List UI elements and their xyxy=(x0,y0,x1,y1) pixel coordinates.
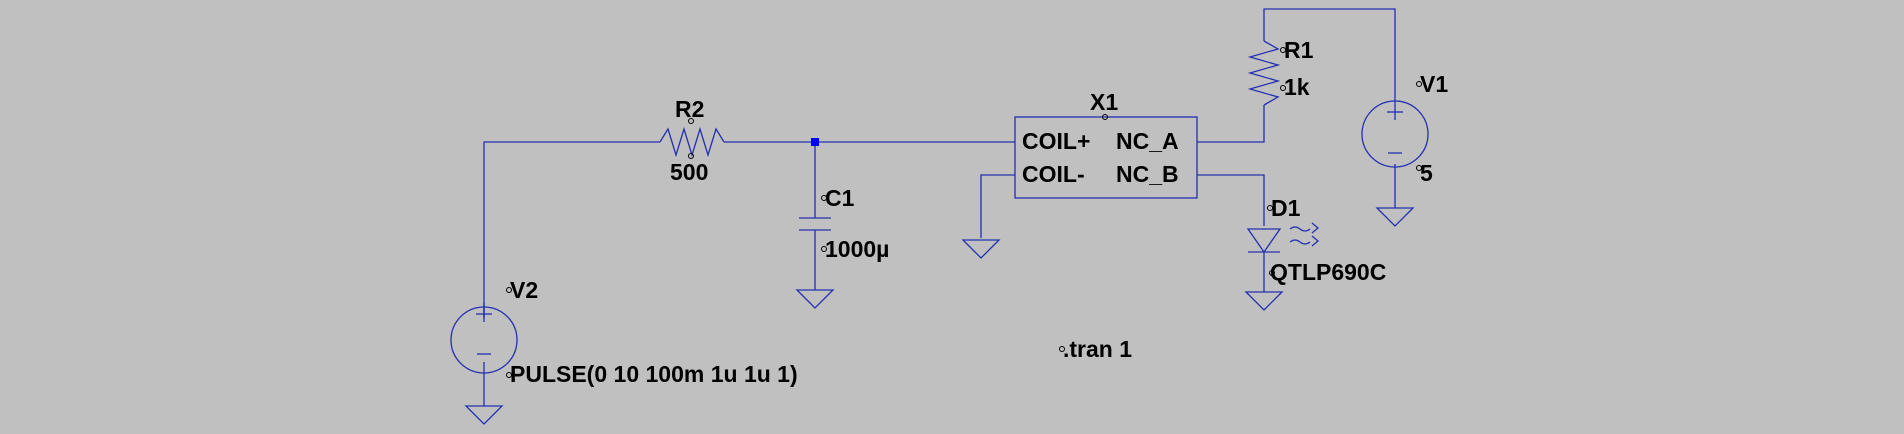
v2-name-label: V2 xyxy=(510,277,538,303)
wire-ncb-to-d1[interactable] xyxy=(1197,174,1265,226)
wire-coil-minus-to-ground[interactable] xyxy=(980,174,1015,238)
junction-dot xyxy=(811,138,819,146)
x1-name-label: X1 xyxy=(1090,89,1118,115)
r1-name-label: R1 xyxy=(1284,37,1314,63)
v2-name-anchor xyxy=(506,287,512,293)
ground-symbol-c1 xyxy=(795,289,835,309)
led-d1[interactable]: D1 QTLP690C xyxy=(1246,195,1386,285)
ground-symbol-v2 xyxy=(464,405,504,425)
c1-name-label: C1 xyxy=(825,185,855,211)
v1-name-anchor xyxy=(1416,81,1422,87)
ground-symbol-v1 xyxy=(1375,207,1415,227)
wires xyxy=(483,8,1396,406)
spice-directive[interactable]: .tran 1 xyxy=(1059,336,1133,362)
c1-value-anchor xyxy=(821,246,827,252)
wire-nca-to-r1[interactable] xyxy=(1197,105,1265,143)
ground-symbol-coil xyxy=(961,239,1001,259)
v2-value-label: PULSE(0 10 100m 1u 1u 1) xyxy=(510,361,798,387)
v1-value-anchor xyxy=(1416,165,1422,171)
relay-x1[interactable]: X1 COIL+ COIL- NC_A NC_B xyxy=(1014,89,1198,199)
v1-value-label: 5 xyxy=(1420,160,1433,186)
r1-name-anchor xyxy=(1280,47,1286,53)
voltage-source-v2[interactable]: V2 PULSE(0 10 100m 1u 1u 1) xyxy=(450,277,798,387)
directive-anchor xyxy=(1059,346,1065,352)
r2-value-label: 500 xyxy=(670,159,708,185)
voltage-source-v1[interactable]: V1 5 xyxy=(1361,71,1448,186)
r2-value-anchor xyxy=(688,153,694,159)
r1-value-label: 1k xyxy=(1284,74,1310,100)
capacitor-c1[interactable]: C1 1000µ xyxy=(799,185,889,262)
x1-pin-nc-a: NC_A xyxy=(1116,128,1179,154)
resistor-r1[interactable]: R1 1k xyxy=(1247,37,1314,106)
x1-pin-nc-b: NC_B xyxy=(1116,161,1179,187)
ground-symbol-d1 xyxy=(1244,291,1284,311)
resistor-r2[interactable]: R2 500 xyxy=(659,96,725,185)
v1-name-label: V1 xyxy=(1420,71,1448,97)
light-emission-arrows-icon xyxy=(1289,222,1320,247)
r2-name-anchor xyxy=(688,118,694,124)
d1-name-label: D1 xyxy=(1271,195,1301,221)
x1-name-anchor xyxy=(1102,114,1108,120)
x1-pin-coil-plus: COIL+ xyxy=(1022,128,1090,154)
x1-pin-coil-minus: COIL- xyxy=(1022,161,1085,187)
c1-name-anchor xyxy=(821,195,827,201)
v2-value-anchor xyxy=(506,372,512,378)
wire-r1-to-v1[interactable] xyxy=(1263,8,1396,104)
d1-name-anchor xyxy=(1267,205,1273,211)
d1-value-label: QTLP690C xyxy=(1270,259,1386,285)
r1-value-anchor xyxy=(1280,85,1286,91)
spice-directive-text[interactable]: .tran 1 xyxy=(1063,336,1132,362)
d1-value-anchor xyxy=(1269,270,1275,276)
c1-value-label: 1000µ xyxy=(825,236,889,262)
r2-name-label: R2 xyxy=(675,96,704,122)
wire-v2-to-r2[interactable] xyxy=(483,141,660,318)
